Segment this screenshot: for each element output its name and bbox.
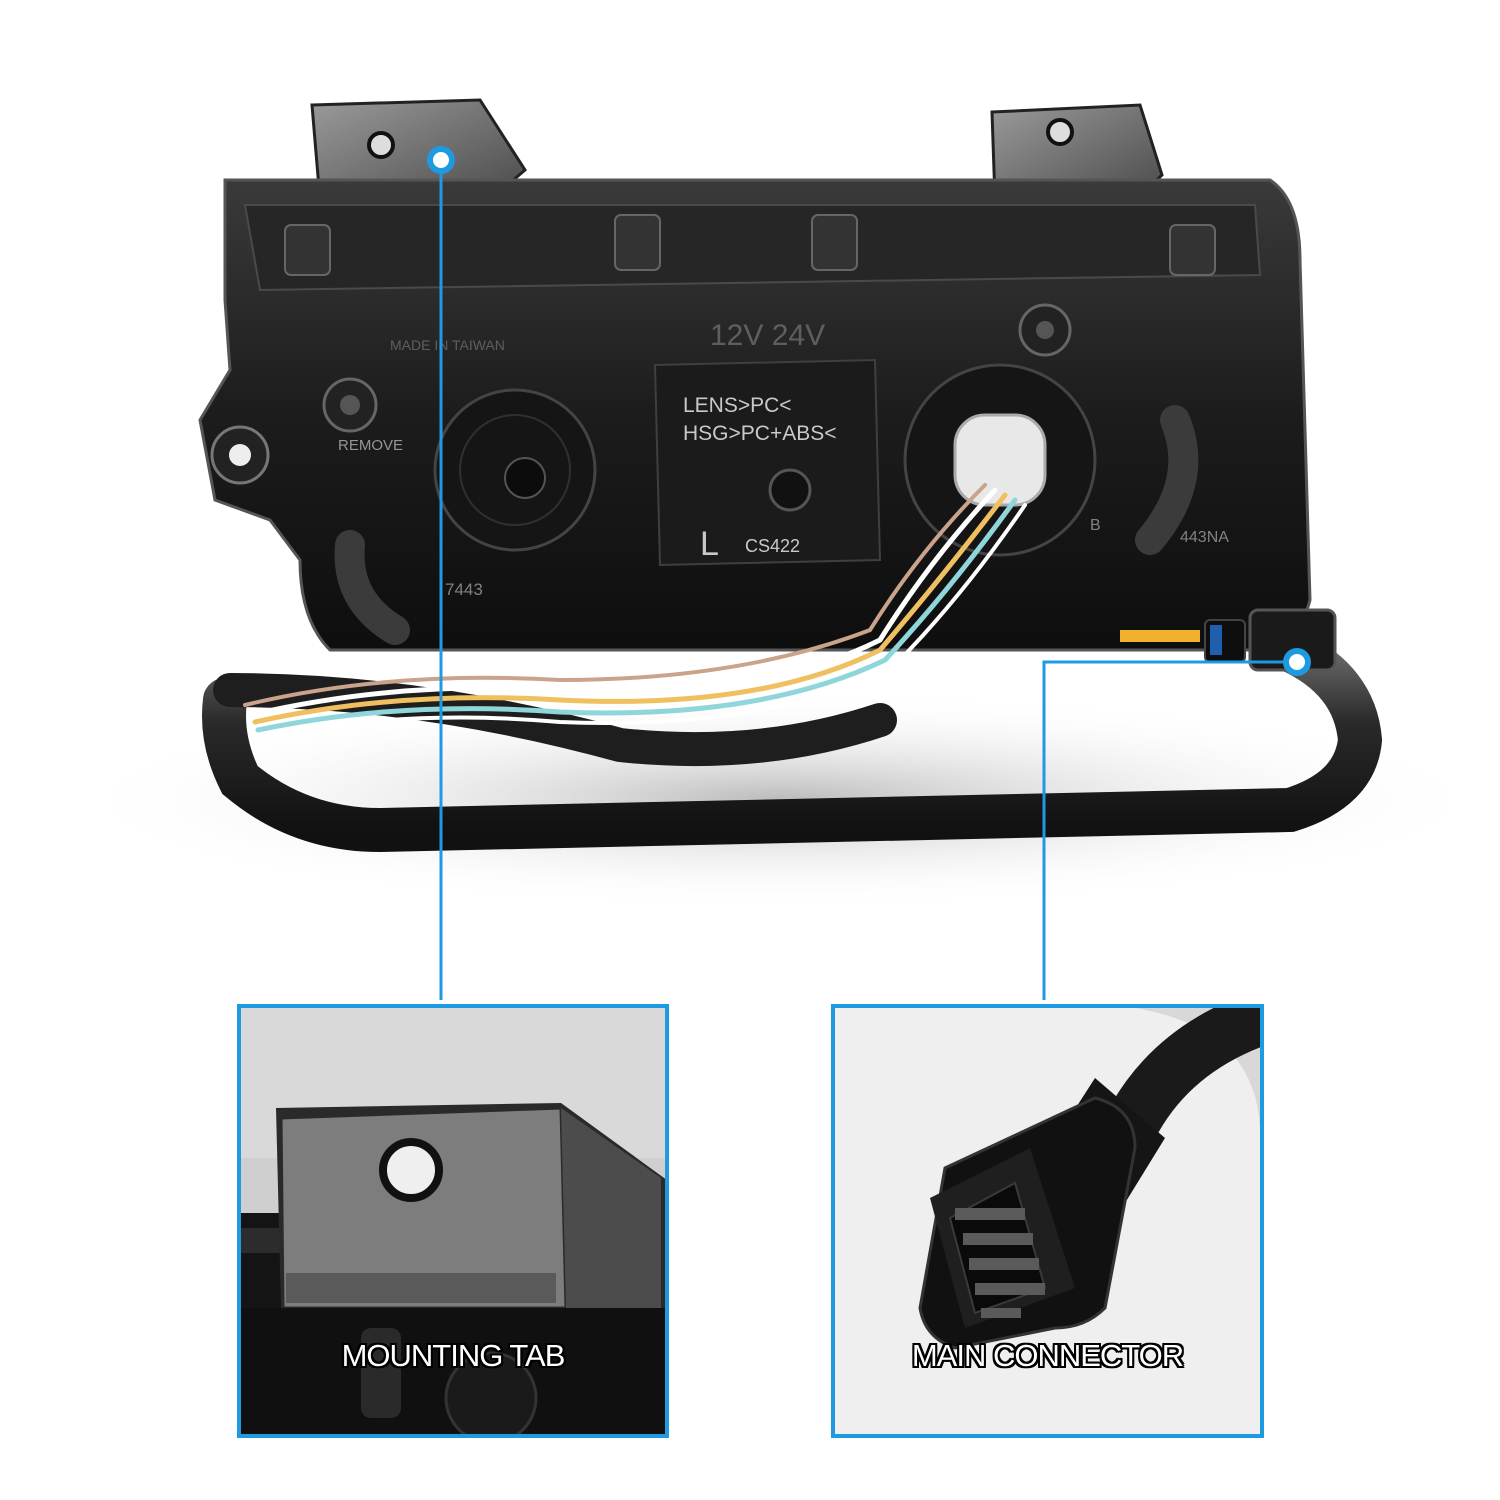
housing-body — [198, 178, 1312, 652]
part-code-marking: CS422 — [745, 536, 800, 556]
mounting-tab-callout: MOUNTING TAB — [237, 1004, 669, 1438]
housing-material-marking: HSG>PC+ABS< — [683, 422, 837, 445]
callout-leader-main-connector — [1042, 648, 1311, 1000]
mold-number-marking: 7443 — [445, 580, 483, 599]
origin-marking: MADE IN TAIWAN — [390, 337, 505, 353]
side-marking: L — [700, 525, 719, 563]
connector-closeup-icon — [835, 1008, 1260, 1434]
wiring-harness — [202, 628, 1383, 853]
suffix-marking: 443NA — [1180, 529, 1229, 546]
colored-wires — [243, 483, 1027, 740]
bulb-letter-marking: B — [1090, 517, 1101, 534]
mounting-tab-label: MOUNTING TAB — [341, 1338, 566, 1373]
main-connector-label: MAIN CONNECTOR — [911, 1338, 1184, 1373]
headlight-housing-rear-view: LENS>PC< HSG>PC+ABS< L CS422 REMOVE MADE… — [60, 98, 1500, 1000]
main-connector-callout: MAIN CONNECTOR — [831, 1004, 1264, 1438]
lens-material-marking: LENS>PC< — [683, 394, 792, 417]
callout-leader-mounting-tab — [427, 146, 455, 1000]
voltage-marking: 12V 24V — [710, 319, 825, 352]
remove-marking: REMOVE — [338, 437, 403, 454]
harness-connector — [1120, 608, 1337, 672]
mounting-tab-closeup-icon — [241, 1008, 665, 1434]
